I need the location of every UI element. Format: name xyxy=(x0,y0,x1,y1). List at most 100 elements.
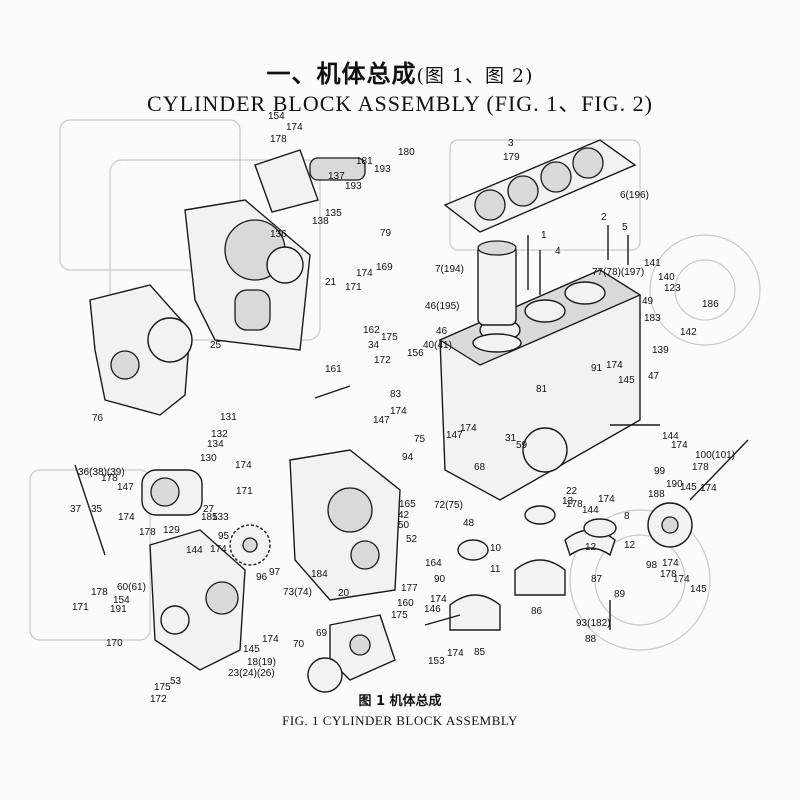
part-callout: 156 xyxy=(407,348,424,359)
part-callout: 171 xyxy=(236,486,253,497)
part-callout: 184 xyxy=(311,569,328,580)
part-callout: 81 xyxy=(536,384,548,395)
part-callout: 174 xyxy=(700,483,717,494)
part-callout: 23(24)(26) xyxy=(228,668,275,679)
part-callout: 90 xyxy=(434,574,446,585)
part-callout: 178 xyxy=(270,134,287,145)
part-callout: 178 xyxy=(566,499,583,510)
part-callout: 68 xyxy=(474,462,486,473)
page-title-cn: 一、机体总成(图 1、图 2) xyxy=(0,54,800,89)
part-callout: 145 xyxy=(680,482,697,493)
part-callout: 174 xyxy=(447,648,464,659)
part-callout: 178 xyxy=(91,587,108,598)
part-callout: 99 xyxy=(654,466,666,477)
part-callout: 144 xyxy=(662,431,679,442)
part-callout: 193 xyxy=(345,181,362,192)
part-callout: 75 xyxy=(414,434,426,445)
part-callout: 50 xyxy=(398,520,410,531)
part-callout: 175 xyxy=(391,610,408,621)
head-gasket xyxy=(443,139,637,233)
part-callout: 42 xyxy=(398,510,410,521)
part-callout: 86 xyxy=(531,606,543,617)
part-callout: 83 xyxy=(390,389,402,400)
part-callout: 11 xyxy=(490,564,501,575)
part-callout: 153 xyxy=(428,656,445,667)
part-callout: 6(196) xyxy=(620,190,649,201)
front-cover xyxy=(149,529,246,671)
part-callout: 174 xyxy=(286,122,303,133)
part-callout: 175 xyxy=(154,682,171,693)
part-callout: 85 xyxy=(474,647,486,658)
part-callout: 170 xyxy=(106,638,123,649)
part-callout: 133 xyxy=(212,512,229,523)
part-callout: 22 xyxy=(566,486,578,497)
part-callout: 140 xyxy=(658,272,675,283)
idler-gear xyxy=(229,524,271,566)
part-callout: 18(19) xyxy=(247,657,276,668)
part-callout: 164 xyxy=(425,558,442,569)
part-callout: 169 xyxy=(376,262,393,273)
part-callout: 193 xyxy=(374,164,391,175)
bolts xyxy=(74,385,660,630)
part-callout: 177 xyxy=(401,583,418,594)
part-callout: 183 xyxy=(644,313,661,324)
pump-body xyxy=(141,469,203,516)
part-callout: 191 xyxy=(110,604,127,615)
part-callout: 96 xyxy=(256,572,268,583)
figure-caption-cn: 图 1 机体总成 xyxy=(358,694,442,709)
part-callout: 1 xyxy=(541,230,547,241)
part-callout: 69 xyxy=(316,628,328,639)
part-callout: 3 xyxy=(508,138,514,149)
part-callout: 174 xyxy=(662,558,679,569)
part-callout: 89 xyxy=(614,589,626,600)
part-callout: 181 xyxy=(356,156,373,167)
part-callout: 160 xyxy=(397,598,414,609)
part-callout: 59 xyxy=(516,440,528,451)
part-callout: 178 xyxy=(692,462,709,473)
part-callout: 174 xyxy=(118,512,135,523)
part-callout: 147 xyxy=(446,430,463,441)
part-callout: 178 xyxy=(101,473,118,484)
part-callout: 144 xyxy=(582,505,599,516)
part-callout: 77(78)(197) xyxy=(592,267,644,278)
part-callout: 172 xyxy=(150,694,167,705)
part-callout: 27 xyxy=(203,504,215,515)
part-callout: 135 xyxy=(325,208,342,219)
cover-disc xyxy=(307,657,343,693)
part-callout: 52 xyxy=(406,534,418,545)
rear-seal-plate xyxy=(647,502,693,548)
part-callout: 12 xyxy=(585,542,597,553)
title-cn-subtext: (图 1、图 2) xyxy=(416,65,534,87)
part-callout: 95 xyxy=(218,531,230,542)
part-callout: 141 xyxy=(644,258,661,269)
part-callout: 20 xyxy=(338,588,350,599)
part-callout: 31 xyxy=(505,433,517,444)
part-callout: 91 xyxy=(591,363,603,374)
part-callout: 12 xyxy=(624,540,636,551)
part-callout: 154 xyxy=(268,111,285,122)
part-callout: 131 xyxy=(220,412,237,423)
part-callout: 174 xyxy=(262,634,279,645)
part-callout: 174 xyxy=(606,360,623,371)
part-callout: 47 xyxy=(648,371,660,382)
bracket-69 xyxy=(329,614,396,681)
gear-housing-upper xyxy=(184,199,311,351)
part-callout: 36(38)(39) xyxy=(78,467,125,478)
part-callout: 174 xyxy=(598,494,615,505)
part-callout: 161 xyxy=(325,364,342,375)
part-callout: 174 xyxy=(356,268,373,279)
part-callout: 94 xyxy=(402,452,414,463)
part-callout: 174 xyxy=(671,440,688,451)
part-callout: 138 xyxy=(312,216,329,227)
studs xyxy=(527,225,629,295)
part-callout: 172 xyxy=(374,355,391,366)
part-callout: 21 xyxy=(325,277,337,288)
part-callout: 139 xyxy=(652,345,669,356)
part-callout: 136 xyxy=(270,229,287,240)
part-callout: 142 xyxy=(680,327,697,338)
part-callout: 25 xyxy=(210,340,222,351)
part-callout: 129 xyxy=(163,525,180,536)
part-callout: 79 xyxy=(380,228,392,239)
